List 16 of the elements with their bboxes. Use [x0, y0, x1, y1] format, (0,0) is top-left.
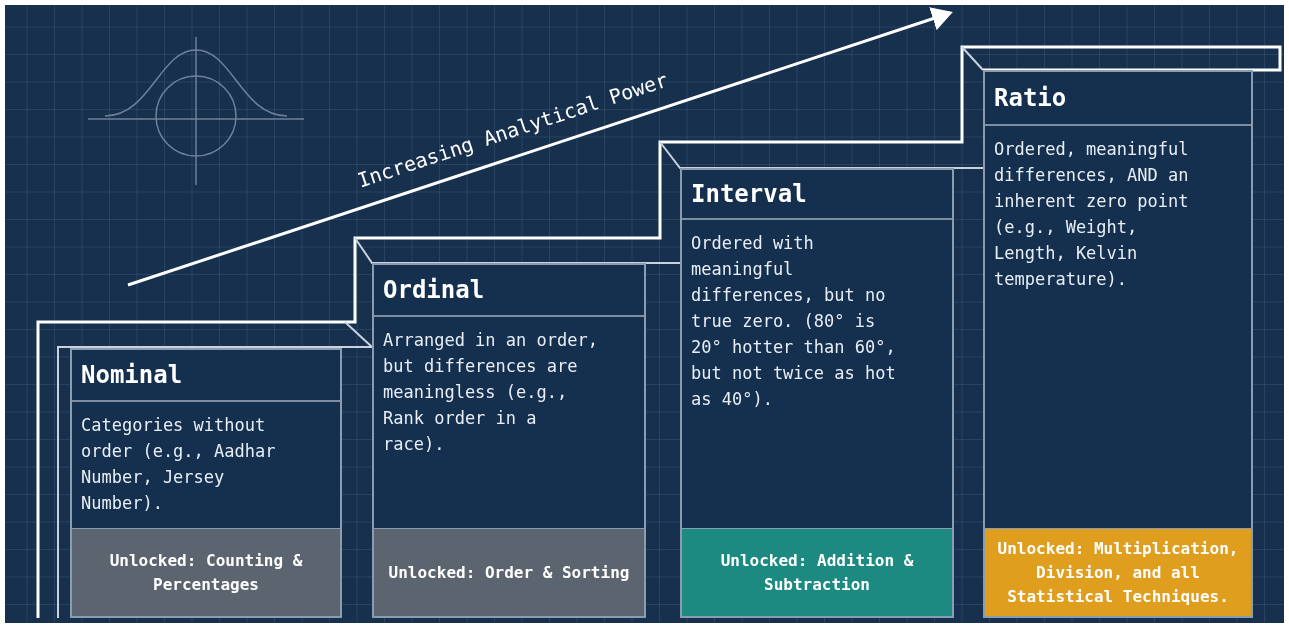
unlock-banner: Unlocked: Counting & Percentages [72, 528, 340, 616]
level-description: Ordered with meaningful differences, but no true zero. (80° is 20° hotter than 60°, but not twice as hot as 40°). [691, 232, 897, 411]
level-description: Arranged in an order, but differences are meaningless (e.g., Rank order in a race). [383, 329, 599, 456]
level-heading: Interval [682, 170, 952, 220]
level-column [983, 70, 1253, 618]
level-column [70, 348, 342, 618]
level-heading: Ordinal [374, 265, 644, 317]
level-description: Categories without order (e.g., Aadhar Number, Jersey Number). [81, 414, 277, 515]
level-description: Ordered, meaningful differences, AND an inherent zero point (e.g., Weight, Length, Kelvin temperature). [994, 138, 1190, 291]
level-column [372, 263, 646, 618]
level-heading: Ratio [985, 72, 1251, 126]
level-heading: Nominal [72, 350, 340, 402]
level-column [680, 168, 954, 618]
unlock-banner: Unlocked: Addition & Subtraction [682, 528, 952, 616]
unlock-banner: Unlocked: Multiplication, Division, and all Statistical Techniques. [985, 528, 1251, 616]
unlock-banner: Unlocked: Order & Sorting [374, 528, 644, 616]
